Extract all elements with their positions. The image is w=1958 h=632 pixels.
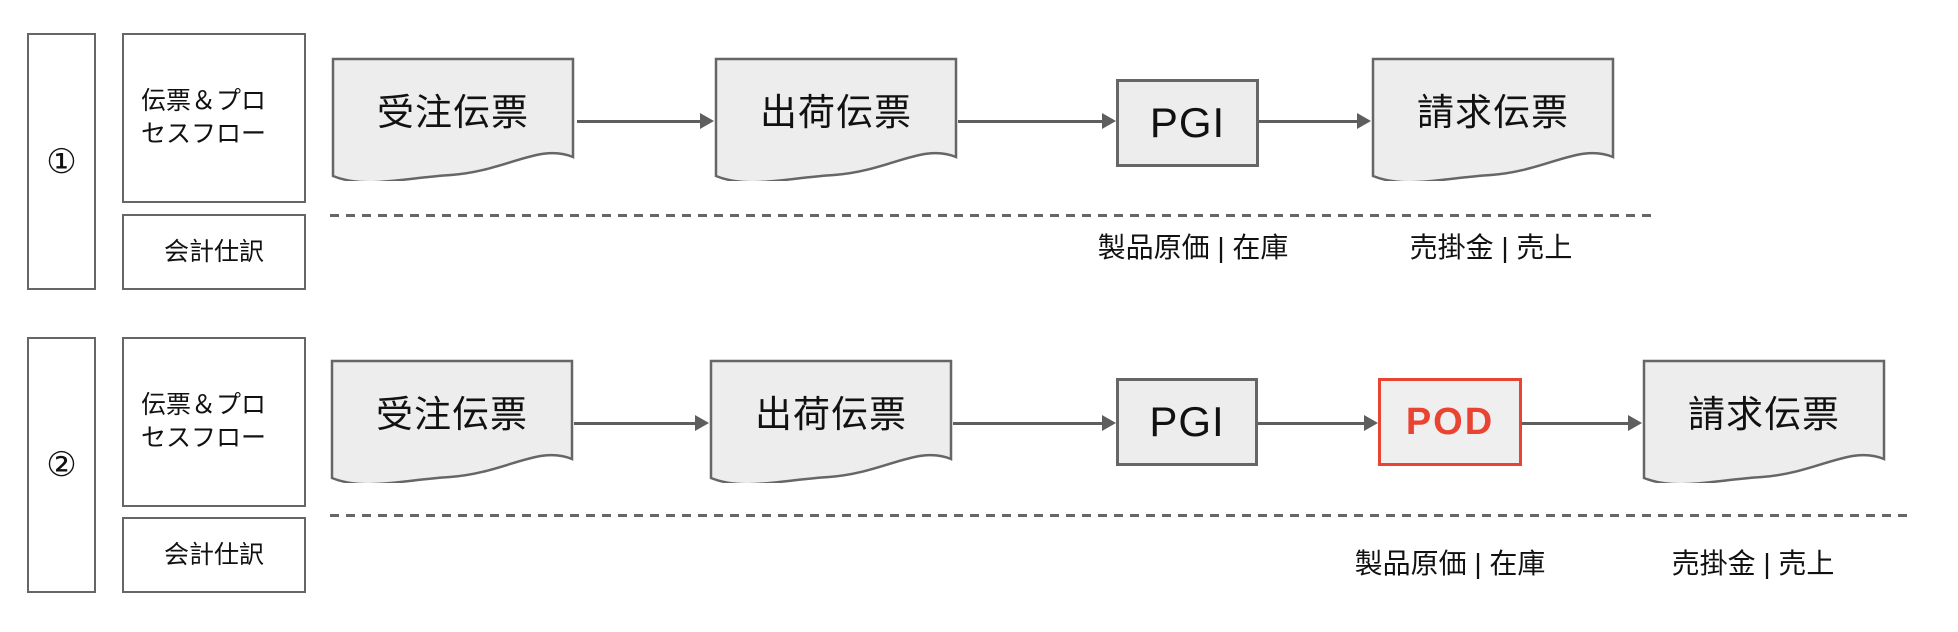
node-label: 出荷伝票 <box>755 394 907 435</box>
document-shape <box>714 57 958 181</box>
journal-header: 会計仕訳 <box>163 540 264 569</box>
row2-flow-arrow-3 <box>1258 415 1378 431</box>
row1-journal-entry-ar-sales: 売掛金 | 売上 <box>1409 232 1573 263</box>
node-label: POD <box>1405 400 1495 443</box>
swimlane-1-number-box: ① <box>27 33 96 290</box>
node-label: 出荷伝票 <box>760 92 912 133</box>
document-shape <box>330 359 574 483</box>
row1-journal-header-box: 会計仕訳 <box>122 214 306 290</box>
row1-doc-node-sales-order: 受注伝票 <box>331 57 575 181</box>
row1-doc-node-billing: 請求伝票 <box>1371 57 1615 181</box>
row1-flow-arrow-3 <box>1259 113 1371 129</box>
process-flow-header-line2: セスフロー <box>141 424 267 452</box>
process-flow-header-line1: 伝票＆プロ <box>141 391 267 419</box>
row1-pgi-node: PGI <box>1116 79 1259 167</box>
node-label: 受注伝票 <box>376 394 528 435</box>
row2-process-flow-header-box: 伝票＆プロ セスフロー <box>122 337 306 507</box>
row1-journal-entry-cogs-inventory: 製品原価 | 在庫 <box>1097 232 1289 263</box>
process-flow-header-line2: セスフロー <box>141 120 267 148</box>
node-label: PGI <box>1149 99 1226 146</box>
node-label: 受注伝票 <box>377 92 529 133</box>
swimlane-2-number: ② <box>46 446 77 484</box>
row1-flow-arrow-2 <box>958 113 1116 129</box>
document-shape <box>331 57 575 181</box>
journal-header: 会計仕訳 <box>163 237 264 266</box>
node-label: 請求伝票 <box>1417 92 1569 133</box>
row2-doc-node-sales-order: 受注伝票 <box>330 359 574 483</box>
row2-pgi-node: PGI <box>1116 378 1258 466</box>
row2-flow-arrow-4 <box>1522 415 1642 431</box>
node-label: 請求伝票 <box>1688 394 1840 435</box>
document-shape <box>1371 57 1615 181</box>
row2-flow-arrow-1 <box>574 415 709 431</box>
row2-journal-header-box: 会計仕訳 <box>122 517 306 593</box>
row1-flow-arrow-1 <box>577 113 714 129</box>
row1-doc-node-delivery: 出荷伝票 <box>714 57 958 181</box>
row2-doc-node-delivery: 出荷伝票 <box>709 359 953 483</box>
process-flow-header-line1: 伝票＆プロ <box>141 87 267 115</box>
document-shape <box>709 359 953 483</box>
row2-journal-entry-ar-sales: 売掛金 | 売上 <box>1671 548 1835 579</box>
swimlane-2-number-box: ② <box>27 337 96 593</box>
row1-process-flow-header-box: 伝票＆プロ セスフロー <box>122 33 306 203</box>
document-shape <box>1642 359 1886 483</box>
swimlane-1-number: ① <box>46 142 77 181</box>
row2-doc-node-billing: 請求伝票 <box>1642 359 1886 483</box>
row2-flow-arrow-2 <box>953 415 1116 431</box>
row2-accounting-divider <box>330 514 1908 517</box>
row1-accounting-divider <box>330 214 1658 217</box>
row2-pod-node-highlighted: POD <box>1378 378 1522 466</box>
row2-journal-entry-cogs-inventory: 製品原価 | 在庫 <box>1354 548 1546 579</box>
node-label: PGI <box>1149 398 1225 445</box>
